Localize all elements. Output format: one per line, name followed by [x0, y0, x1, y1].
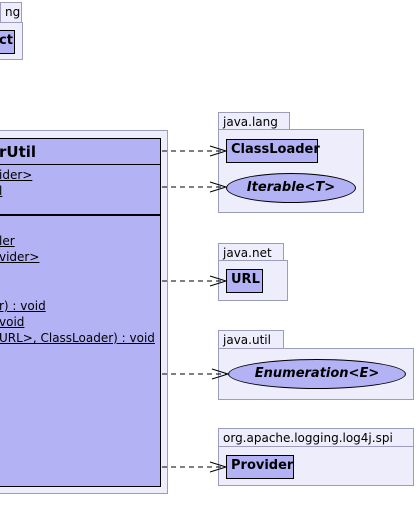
class-box-url[interactable]: URL — [226, 269, 263, 293]
interface-ellipse-iterable[interactable]: Iterable<T> — [226, 173, 356, 203]
package-tab-top-left: ng — [0, 2, 22, 22]
package-tab-java-lang: java.lang — [218, 112, 290, 130]
attribute-row: ider> — [0, 168, 33, 182]
method-row: r) : void — [0, 299, 46, 313]
package-label: ng — [5, 5, 21, 19]
method-row: URL>, ClassLoader) : void — [0, 331, 155, 345]
attributes-divider — [0, 214, 160, 216]
main-class-box[interactable]: rUtil ider> l ler vider> r) : void void … — [0, 138, 161, 487]
package-label: java.lang — [223, 115, 278, 129]
interface-name: Enumeration<E> — [254, 366, 380, 381]
arrow-to-enumeration — [162, 368, 230, 380]
method-row: ler — [0, 234, 15, 248]
main-class-title: rUtil — [0, 139, 160, 165]
class-box-top-left[interactable]: ct — [0, 30, 15, 54]
interface-name: Iterable<T> — [246, 180, 336, 195]
package-tab-log4j-spi: org.apache.logging.log4j.spi — [218, 428, 414, 446]
arrow-to-provider — [162, 461, 228, 473]
arrow-to-classloader — [162, 145, 228, 157]
interface-ellipse-enumeration[interactable]: Enumeration<E> — [228, 359, 406, 389]
attribute-row: l — [0, 184, 3, 198]
method-row: vider> — [0, 250, 40, 264]
package-label: org.apache.logging.log4j.spi — [223, 431, 393, 445]
class-name: ct — [0, 33, 13, 48]
class-name: Provider — [231, 458, 294, 473]
package-label: java.net — [223, 246, 272, 260]
package-label: java.util — [223, 333, 271, 347]
class-name: URL — [231, 272, 260, 287]
package-tab-java-util: java.util — [218, 330, 284, 348]
method-row: void — [0, 315, 25, 329]
package-tab-java-net: java.net — [218, 243, 284, 261]
arrow-to-iterable — [162, 181, 228, 193]
arrow-to-url — [162, 275, 228, 287]
class-name: ClassLoader — [231, 142, 320, 157]
